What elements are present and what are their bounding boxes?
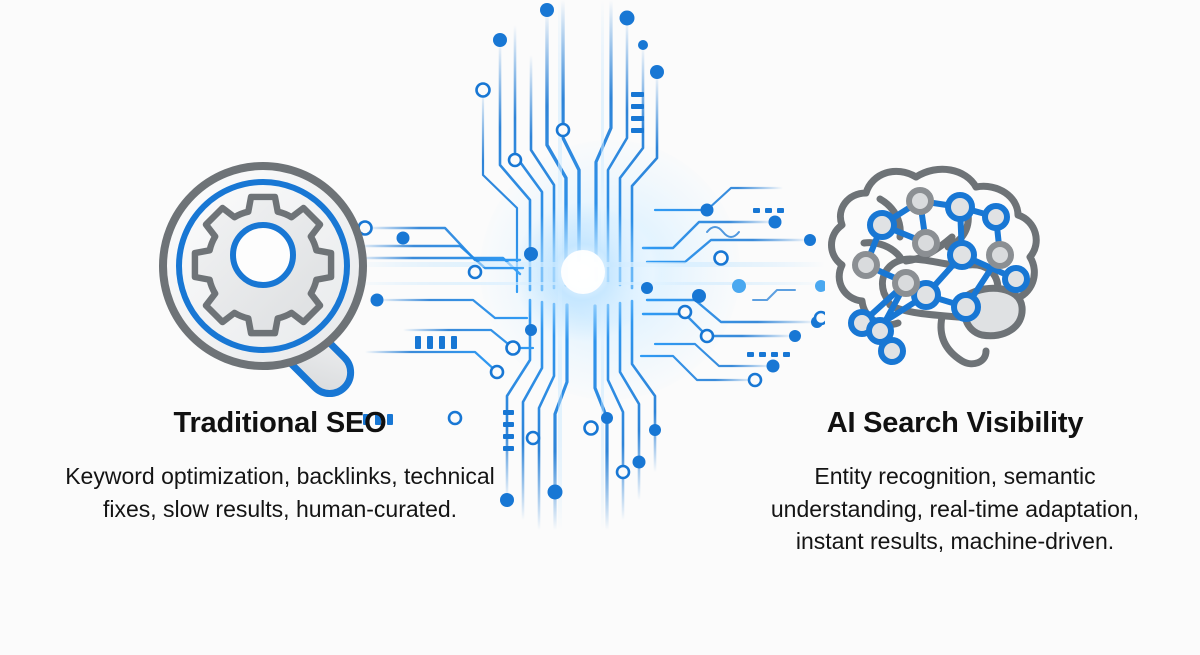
- left-panel-title: Traditional SEO: [173, 407, 387, 439]
- brain-network-icon: [820, 155, 1060, 385]
- right-panel: AI Search Visibility Entity recognition,…: [720, 407, 1190, 558]
- left-panel-body: Keyword optimization, backlinks, technic…: [65, 462, 495, 522]
- magnifying-glass-gear-icon: [145, 148, 395, 398]
- left-panel: Traditional SEO Keyword optimization, ba…: [40, 407, 520, 525]
- right-panel-title: AI Search Visibility: [826, 407, 1084, 439]
- right-panel-body: Entity recognition, semantic understandi…: [770, 462, 1140, 555]
- circuit-graphic: [355, 0, 825, 530]
